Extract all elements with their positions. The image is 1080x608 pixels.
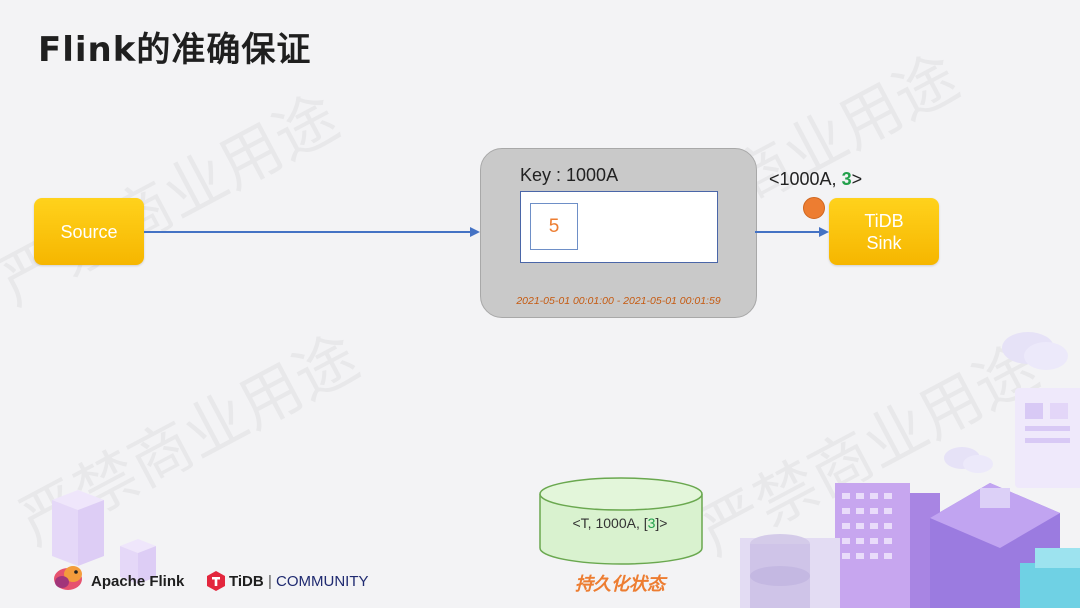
sink-label-line1: TiDB bbox=[864, 210, 904, 231]
footer-separator: | bbox=[268, 573, 272, 590]
state-value: 3 bbox=[647, 515, 656, 531]
arrow-source-to-window bbox=[144, 231, 470, 233]
window-time-range: 2021-05-01 00:01:00 - 2021-05-01 00:01:5… bbox=[516, 295, 721, 307]
emitted-record-prefix: <1000A, bbox=[769, 169, 842, 189]
arrow-head-window bbox=[470, 227, 480, 237]
tidb-logo-text: TiDB bbox=[229, 573, 264, 590]
state-caption: 持久化状态 bbox=[575, 574, 665, 595]
tidb-logo-icon bbox=[207, 571, 225, 591]
apache-flink-logo-text: Apache Flink bbox=[91, 573, 185, 590]
watermark-1: 严禁商业用途 bbox=[0, 68, 351, 322]
state-prefix: <T, 1000A, [ bbox=[572, 515, 648, 531]
page-title: Flink的准确保证 bbox=[38, 30, 312, 70]
emitted-record-suffix: > bbox=[851, 169, 863, 189]
sink-node: TiDB Sink bbox=[829, 198, 939, 265]
city-illustration bbox=[740, 332, 1080, 608]
watermark-4: 严禁商业用途 bbox=[681, 318, 1052, 572]
emitted-record-label: <1000A, 3> bbox=[769, 169, 862, 190]
source-node: Source bbox=[34, 198, 144, 265]
source-label: Source bbox=[60, 221, 118, 242]
arrow-window-to-sink bbox=[755, 231, 819, 233]
window-count: 5 bbox=[530, 203, 578, 250]
watermark-2: 严禁商业用途 bbox=[1, 308, 372, 562]
arrow-head-sink bbox=[819, 227, 829, 237]
record-dot-icon bbox=[803, 197, 825, 219]
flink-squirrel-icon bbox=[54, 566, 82, 590]
community-logo-text: COMMUNITY bbox=[276, 573, 369, 590]
window-operator: Key : 1000A 5 2021-05-01 00:01:00 - 2021… bbox=[480, 148, 757, 318]
window-key-label: Key : 1000A bbox=[520, 165, 619, 185]
window-state-box: 5 bbox=[520, 191, 718, 263]
sink-label-line2: Sink bbox=[866, 232, 902, 253]
emitted-record-value: 3 bbox=[841, 169, 852, 189]
state-suffix: ]> bbox=[655, 515, 668, 531]
state-content: <T, 1000A, [3]> bbox=[540, 515, 700, 531]
